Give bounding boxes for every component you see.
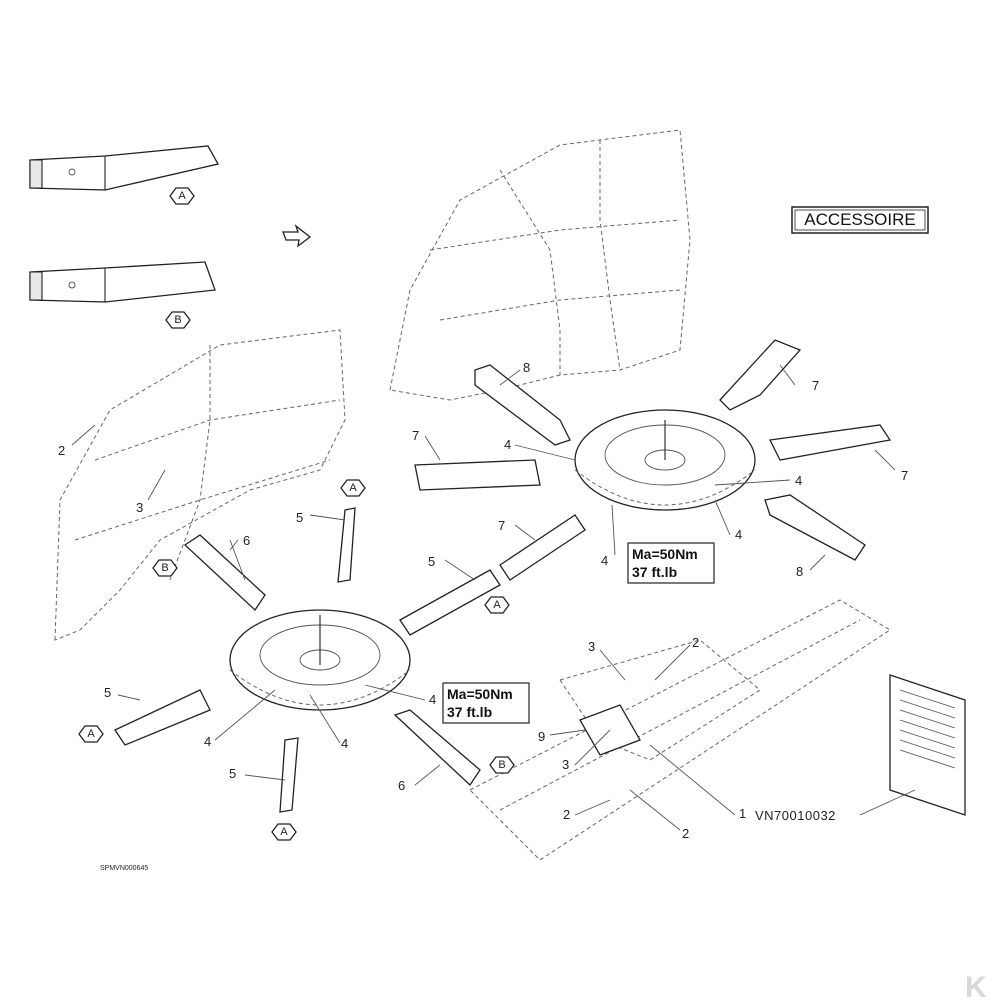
callout-2: 2	[563, 807, 570, 822]
callout-5: 5	[229, 766, 236, 781]
tine-arm-5-top	[337, 507, 356, 583]
svg-text:B: B	[174, 314, 181, 326]
rotation-arrow-icon	[282, 224, 312, 248]
tine-arm-5-right	[399, 569, 501, 636]
torque-spec-upper: Ma=50Nm 37 ft.lb	[627, 542, 715, 584]
tine-arm-5-left	[114, 689, 211, 746]
callout-4: 4	[341, 736, 348, 751]
svg-text:A: A	[493, 599, 501, 611]
callout-2: 2	[682, 826, 689, 841]
callout-3: 3	[136, 500, 143, 515]
callout-7: 7	[412, 428, 419, 443]
callout-4: 4	[795, 473, 802, 488]
variant-badge-b-right: B	[489, 756, 515, 774]
manual-reference-number: VN70010032	[755, 808, 836, 823]
tine-arm-6-upper	[183, 534, 266, 611]
callout-7: 7	[498, 518, 505, 533]
variant-badge-a-right: A	[484, 596, 510, 614]
callout-1: 1	[739, 806, 746, 821]
drawing-code: SPMVN000645	[100, 865, 148, 872]
upper-tine-arms	[414, 339, 892, 581]
svg-text:B: B	[498, 759, 505, 771]
torque-lower-line1: Ma=50Nm	[447, 686, 513, 702]
svg-text:K: K	[965, 971, 987, 1000]
callout-5: 5	[428, 554, 435, 569]
callout-9: 9	[538, 729, 545, 744]
variant-badge-a-top: A	[340, 479, 366, 497]
callout-6: 6	[398, 778, 405, 793]
callout-8: 8	[796, 564, 803, 579]
callout-3: 3	[562, 757, 569, 772]
svg-text:A: A	[87, 728, 95, 740]
callout-2: 2	[692, 635, 699, 650]
lower-tine-arms	[114, 507, 501, 813]
tine-arm-7-left	[414, 459, 541, 491]
callout-4: 4	[601, 553, 608, 568]
callout-5: 5	[104, 685, 111, 700]
variant-badge-b-left: B	[152, 559, 178, 577]
tine-arm-7-top	[719, 339, 802, 411]
callout-6: 6	[243, 533, 250, 548]
torque-upper-line2: 37 ft.lb	[632, 564, 677, 580]
svg-text:A: A	[178, 190, 186, 202]
svg-text:B: B	[161, 562, 168, 574]
callout-4: 4	[504, 437, 511, 452]
lower-rotor-disc	[229, 609, 411, 711]
tine-arm-7-mid	[499, 514, 586, 581]
tine-variant-b-illustration	[29, 261, 216, 303]
leader-lines	[71, 364, 916, 831]
variant-badge-a-bottom: A	[271, 823, 297, 841]
variant-badge-b-legend: B	[165, 311, 191, 329]
upper-rotor-disc	[574, 409, 756, 511]
lower-rotor-guard	[54, 329, 346, 641]
callout-8: 8	[523, 360, 530, 375]
torque-upper-line1: Ma=50Nm	[632, 546, 698, 562]
callout-4: 4	[204, 734, 211, 749]
accessory-label: ACCESSOIRE	[804, 210, 915, 229]
callout-7: 7	[901, 468, 908, 483]
brand-logo-watermark: K	[965, 971, 987, 1000]
accessory-label-box: ACCESSOIRE	[791, 206, 929, 234]
callout-3: 3	[588, 639, 595, 654]
callout-2: 2	[58, 443, 65, 458]
variant-badge-a-legend: A	[169, 187, 195, 205]
tine-arm-6-lower	[393, 709, 481, 786]
tine-arm-7-right	[769, 424, 892, 461]
callout-5: 5	[296, 510, 303, 525]
torque-lower-line2: 37 ft.lb	[447, 704, 492, 720]
tine-arm-8-upper	[474, 364, 571, 446]
tine-arm-5-bottom	[279, 737, 299, 813]
callout-4: 4	[429, 692, 436, 707]
variant-badge-a-left: A	[78, 725, 104, 743]
tine-arm-8-lower	[764, 494, 866, 561]
torque-spec-lower: Ma=50Nm 37 ft.lb	[442, 682, 530, 724]
tine-variant-a-illustration	[29, 145, 219, 191]
upper-rotor-guard	[389, 129, 691, 401]
callout-4: 4	[735, 527, 742, 542]
svg-text:A: A	[280, 826, 288, 838]
svg-text:A: A	[349, 482, 357, 494]
callout-7: 7	[812, 378, 819, 393]
manual-document-icon	[889, 674, 966, 816]
